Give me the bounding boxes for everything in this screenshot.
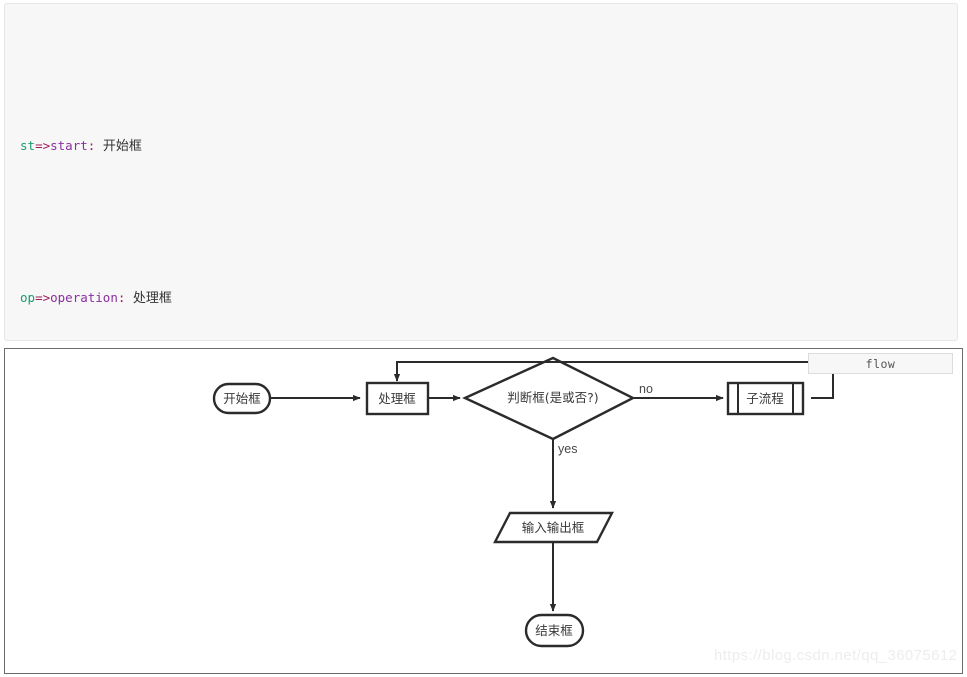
node-label-start: 开始框 <box>223 391 261 406</box>
node-label-inputoutput: 输入输出框 <box>522 520 585 535</box>
assign-arrow-token: => <box>35 290 51 305</box>
node-shape-inputoutput <box>493 511 614 544</box>
flowchart-title-tab: flow <box>808 353 953 374</box>
node-label-condition: 判断框(是或否?) <box>507 390 598 405</box>
colon-token: : <box>87 138 96 153</box>
code-editor-textarea[interactable]: st=>start: 开始框 op=>operation: 处理框 cond=>… <box>20 13 953 340</box>
node-shape-condition <box>462 356 636 441</box>
watermark-text: https://blog.csdn.net/qq_36075612 <box>714 647 958 664</box>
node-shape-start <box>212 382 272 415</box>
node-shape-end <box>524 613 585 648</box>
edge-label-yes: yes <box>558 442 577 456</box>
node-id-token: st <box>20 138 36 153</box>
flowchart-preview-panel[interactable]: 开始框 处理框 判断框(是或否?) 子流程 输入输出框 结束框 no yes f… <box>4 348 963 674</box>
node-label-token: 处理框 <box>132 291 172 306</box>
node-shape-subroutine <box>726 381 805 416</box>
node-label-token: 开始框 <box>102 139 142 154</box>
node-id-token: op <box>20 290 36 305</box>
node-type-token: operation <box>50 290 118 305</box>
node-type-token: start <box>50 138 88 153</box>
colon-token: : <box>117 290 126 305</box>
flowchart-canvas: 开始框 处理框 判断框(是或否?) 子流程 输入输出框 结束框 no yes <box>212 356 834 648</box>
node-label-end: 结束框 <box>535 623 573 638</box>
node-shape-operation <box>365 381 430 416</box>
code-editor-panel[interactable]: st=>start: 开始框 op=>operation: 处理框 cond=>… <box>4 3 958 341</box>
code-line-definition[interactable]: st=>start: 开始框 <box>20 127 953 165</box>
edge-label-no: no <box>639 382 653 396</box>
node-label-subroutine: 子流程 <box>746 391 784 406</box>
code-line-definition[interactable]: op=>operation: 处理框 <box>20 279 953 317</box>
node-label-operation: 处理框 <box>378 391 416 406</box>
assign-arrow-token: => <box>35 138 51 153</box>
